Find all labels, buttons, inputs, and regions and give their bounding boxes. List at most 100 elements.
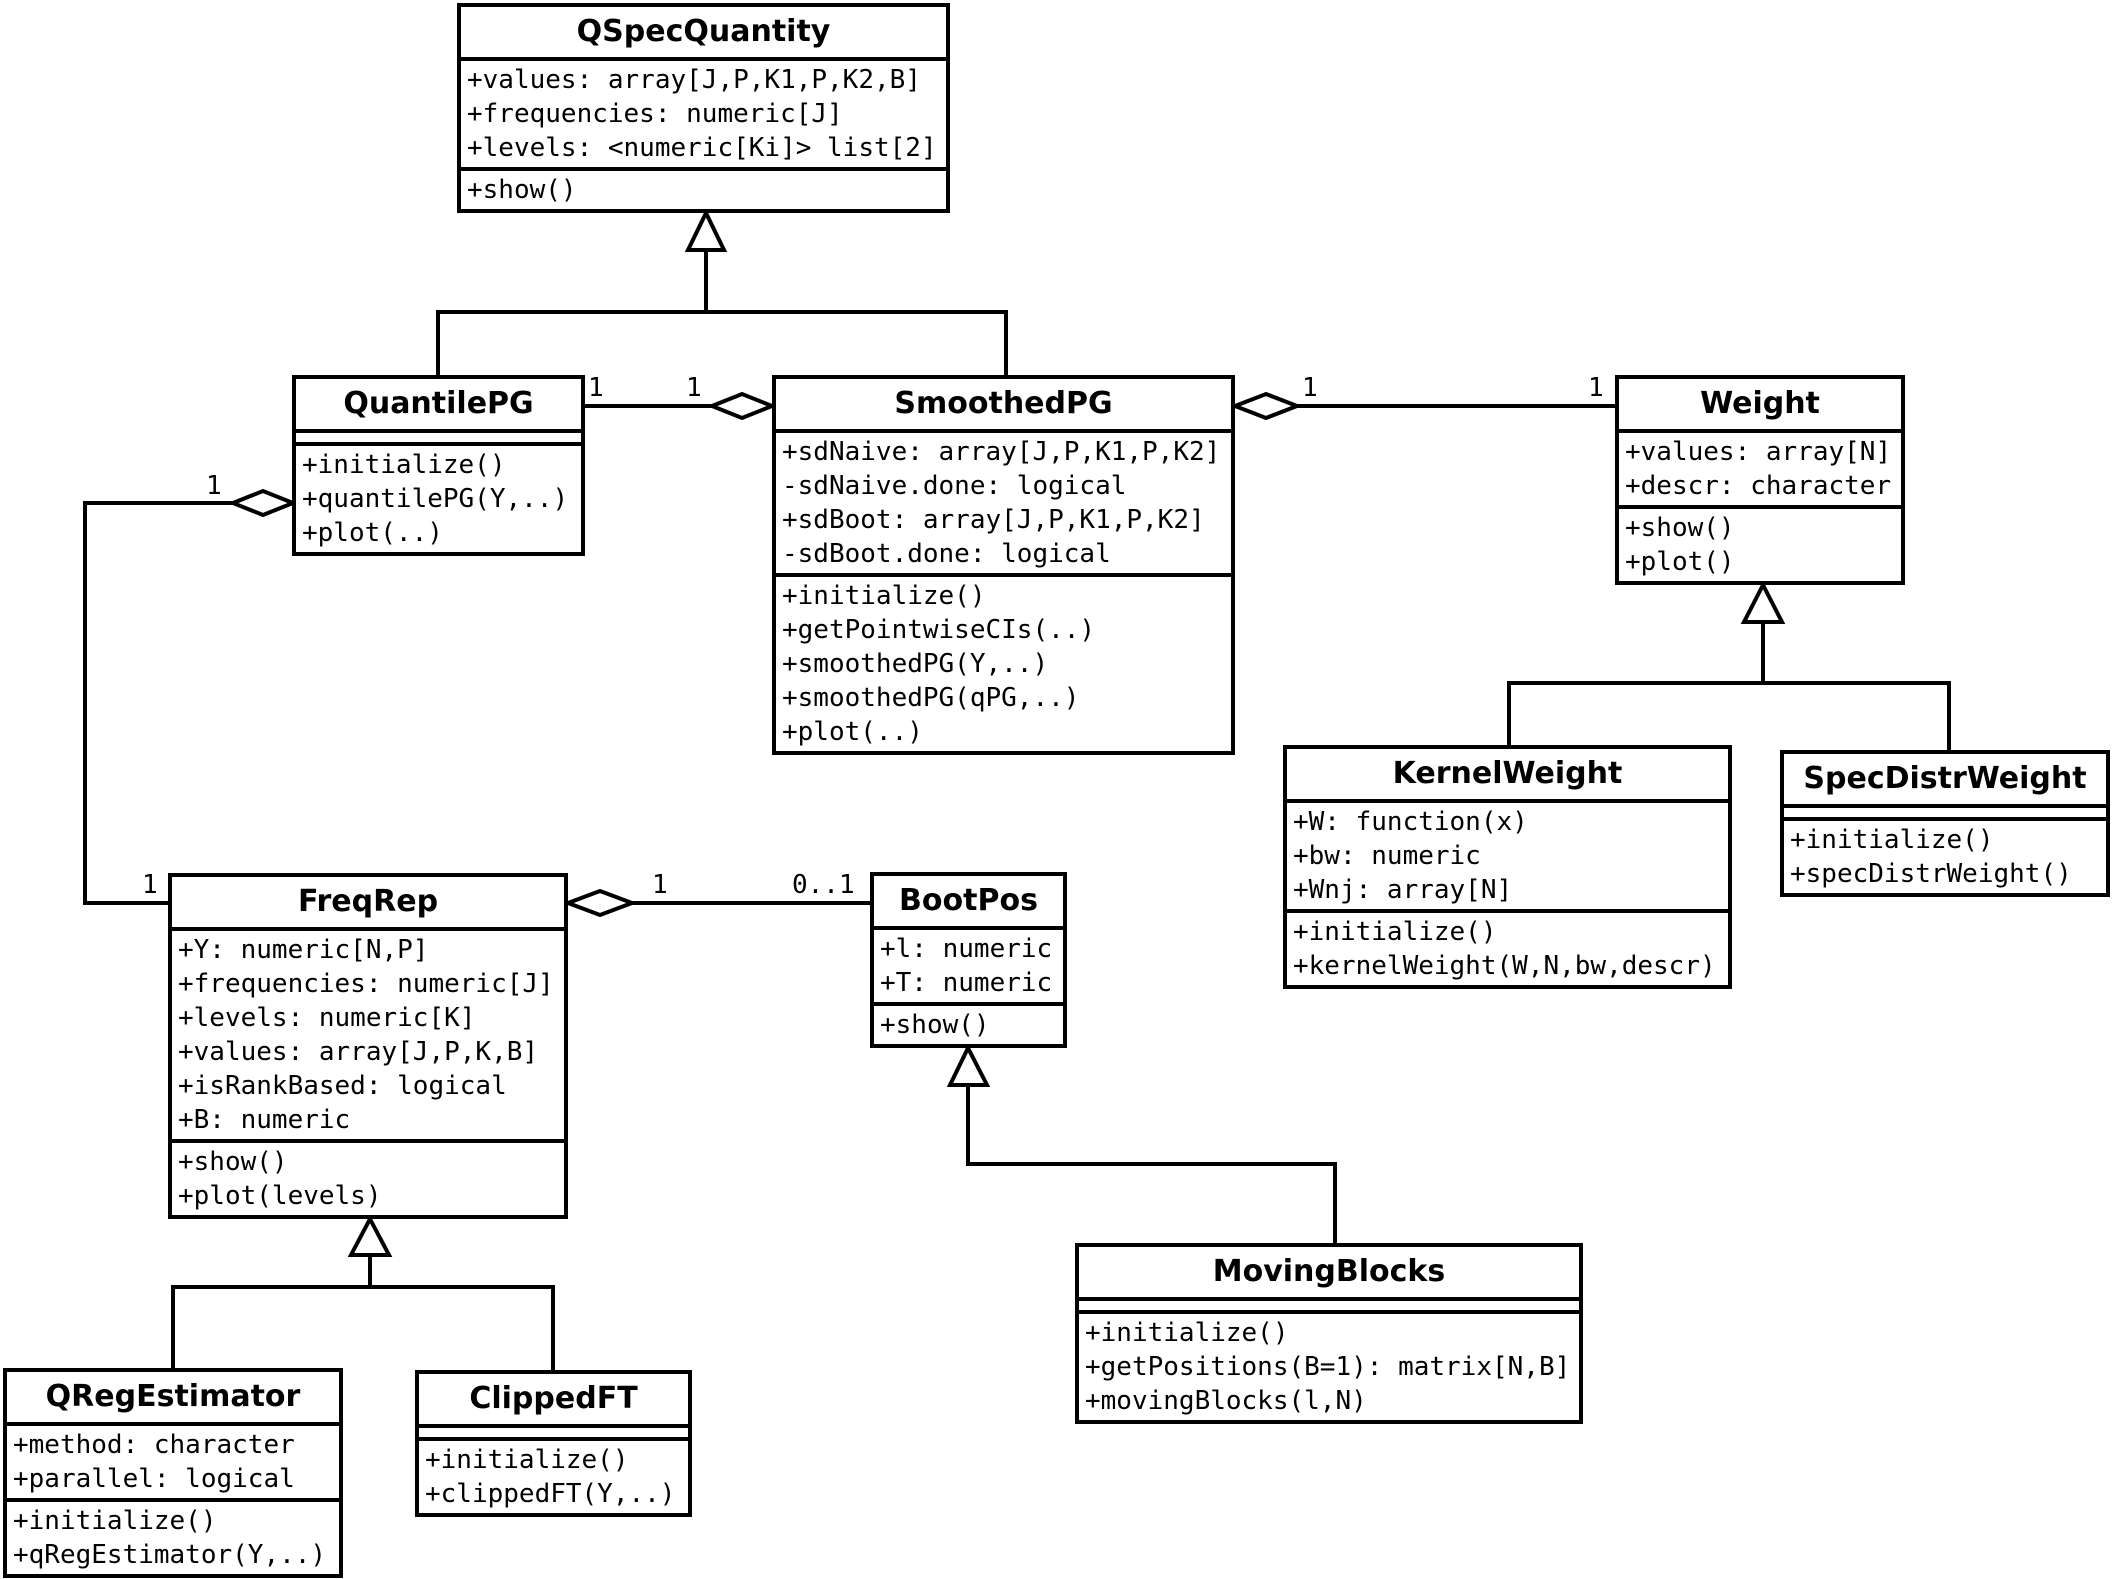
member-line: +l: numeric (880, 934, 1053, 964)
member-line: +initialize() (1790, 825, 1994, 855)
member-line: +initialize() (1085, 1318, 1289, 1348)
class-methods: +show() (874, 1006, 1063, 1044)
class-methods: +initialize()+quantilePG(Y,..)+plot(..) (296, 446, 581, 552)
member-line: +levels: <numeric[Ki]> list[2] (467, 133, 937, 163)
member-line: +getPointwiseCIs(..) (782, 615, 1096, 645)
generalization-weight (1507, 580, 1951, 752)
member-line: +T: numeric (880, 968, 1053, 998)
class-box-weight: Weight +values: array[N]+descr: characte… (1615, 375, 1905, 585)
class-name: BootPos (874, 876, 1063, 930)
class-attributes: +values: array[N]+descr: character (1619, 433, 1901, 509)
member-line: +method: character (13, 1430, 295, 1460)
member-line: +B: numeric (178, 1105, 351, 1135)
class-name: Weight (1619, 379, 1901, 433)
member-line: +frequencies: numeric[J] (467, 99, 843, 129)
member-line: +plot(levels) (178, 1181, 382, 1211)
multiplicity-label: 0..1 (792, 870, 855, 900)
class-box-movingblocks: MovingBlocks +initialize()+getPositions(… (1075, 1243, 1583, 1424)
class-box-specdistrweight: SpecDistrWeight +initialize() +specDistrW… (1780, 750, 2110, 897)
class-box-clippedft: ClippedFT +initialize()+clippedFT(Y,..) (415, 1370, 692, 1517)
class-name: QuantilePG (296, 379, 581, 433)
class-name: ClippedFT (419, 1374, 688, 1428)
member-line: +Y: numeric[N,P] (178, 935, 429, 965)
member-line: +isRankBased: logical (178, 1071, 507, 1101)
multiplicity-label: 1 (142, 870, 158, 900)
class-attributes: +W: function(x)+bw: numeric+Wnj: array[N… (1287, 803, 1728, 913)
member-line: +movingBlocks(l,N) (1085, 1386, 1367, 1416)
class-name: MovingBlocks (1079, 1247, 1579, 1301)
aggregation-quantilepg-smoothedpg (585, 391, 778, 421)
generalization-bootpos (946, 1043, 1337, 1245)
member-line: +W: function(x) (1293, 807, 1528, 837)
member-line: +values: array[J,P,K,B] (178, 1037, 539, 1067)
aggregation-diamond-icon (1229, 391, 1303, 421)
member-line: +smoothedPG(Y,..) (782, 649, 1049, 679)
member-line: +kernelWeight(W,N,bw,descr) (1293, 951, 1716, 981)
member-line: +levels: numeric[K] (178, 1003, 476, 1033)
class-methods: +initialize()+getPositions(B=1): matrix[… (1079, 1314, 1579, 1420)
class-attributes: +sdNaive: array[J,P,K1,P,K2] -sdNaive.don… (776, 433, 1231, 577)
member-line: +sdNaive: array[J,P,K1,P,K2] (782, 437, 1221, 467)
inheritance-triangle-icon (946, 1043, 991, 1087)
member-line: +initialize() (1293, 917, 1497, 947)
inheritance-triangle-icon (1740, 580, 1786, 624)
class-name: SmoothedPG (776, 379, 1231, 433)
multiplicity-label: 1 (1588, 373, 1604, 403)
multiplicity-label: 1 (652, 870, 668, 900)
class-box-quantilepg: QuantilePG +initialize()+quantilePG(Y,..… (292, 375, 585, 556)
member-line: +plot() (1625, 547, 1735, 577)
member-line: +qRegEstimator(Y,..) (13, 1540, 327, 1570)
multiplicity-label: 1 (588, 373, 604, 403)
class-methods: +show() (461, 171, 946, 209)
generalization-freqrep (171, 1214, 555, 1372)
class-attributes (1784, 808, 2106, 821)
member-line: +plot(..) (782, 717, 923, 747)
multiplicity-label: 1 (206, 471, 222, 501)
generalization-qspecquantity (436, 208, 1008, 375)
class-methods: +initialize()+clippedFT(Y,..) (419, 1441, 688, 1513)
class-attributes: +method: character +parallel: logical (7, 1426, 339, 1502)
class-name: SpecDistrWeight (1784, 754, 2106, 808)
aggregation-diamond-icon (562, 888, 638, 918)
member-line: +values: array[N] (1625, 437, 1892, 467)
member-line: +frequencies: numeric[J] (178, 969, 554, 999)
class-methods: +initialize() +specDistrWeight() (1784, 821, 2106, 893)
class-name: KernelWeight (1287, 749, 1728, 803)
member-line: +sdBoot: array[J,P,K1,P,K2] (782, 505, 1205, 535)
member-line: -sdNaive.done: logical (782, 471, 1127, 501)
class-name: QSpecQuantity (461, 7, 946, 61)
member-line: +show() (880, 1010, 990, 1040)
member-line: +show() (1625, 513, 1735, 543)
member-line: +bw: numeric (1293, 841, 1481, 871)
member-line: +quantilePG(Y,..) (302, 484, 569, 514)
class-name: QRegEstimator (7, 1372, 339, 1426)
multiplicity-label: 1 (1302, 373, 1318, 403)
aggregation-smoothedpg-weight (1229, 391, 1615, 421)
aggregation-quantilepg-freqrep (83, 488, 299, 905)
member-line: +show() (178, 1147, 288, 1177)
class-methods: +show() +plot(levels) (172, 1143, 564, 1215)
class-methods: +initialize() +qRegEstimator(Y,..) (7, 1502, 339, 1574)
class-box-freqrep: FreqRep +Y: numeric[N,P] +frequencies: nu… (168, 873, 568, 1219)
class-name: FreqRep (172, 877, 564, 931)
inheritance-triangle-icon (347, 1214, 393, 1257)
class-attributes (1079, 1301, 1579, 1314)
aggregation-diamond-icon (227, 488, 299, 518)
member-line: +plot(..) (302, 518, 443, 548)
member-line: +show() (467, 175, 577, 205)
inheritance-triangle-icon (684, 208, 728, 252)
member-line: +parallel: logical (13, 1464, 295, 1494)
class-box-qspecquantity: QSpecQuantity +values: array[J,P,K1,P,K2… (457, 3, 950, 213)
class-attributes: +l: numeric +T: numeric (874, 930, 1063, 1006)
class-attributes: +values: array[J,P,K1,P,K2,B]+frequencie… (461, 61, 946, 171)
aggregation-diamond-icon (706, 391, 778, 421)
member-line: +smoothedPG(qPG,..) (782, 683, 1080, 713)
member-line: +specDistrWeight() (1790, 859, 2072, 889)
member-line: -sdBoot.done: logical (782, 539, 1111, 569)
class-box-qregestimator: QRegEstimator +method: character +paralle… (3, 1368, 343, 1578)
member-line: +initialize() (425, 1445, 629, 1475)
class-attributes (419, 1428, 688, 1441)
class-attributes (296, 433, 581, 446)
member-line: +initialize() (13, 1506, 217, 1536)
